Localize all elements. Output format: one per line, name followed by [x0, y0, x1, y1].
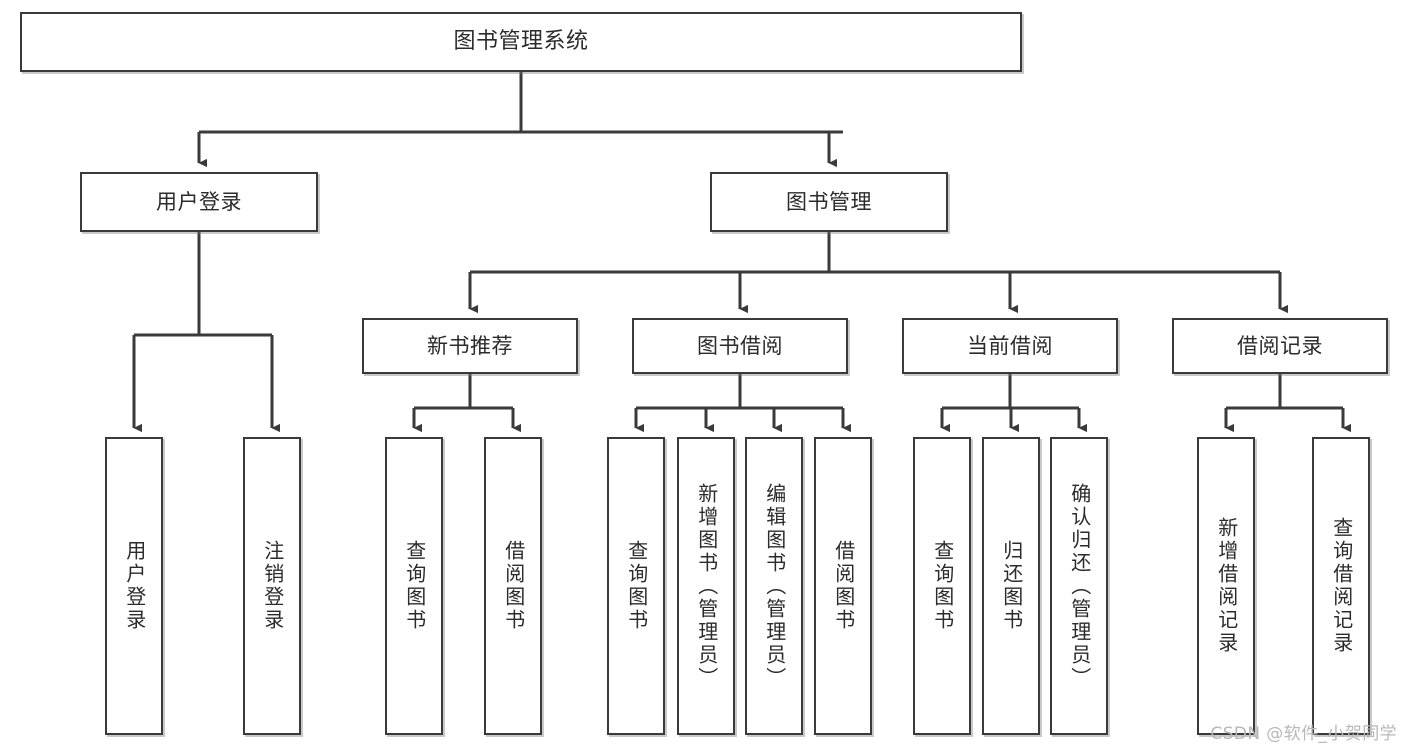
watermark: CSDN @软件_小贺同学: [1210, 724, 1397, 744]
node-leaf-borrow-book-2-label: 借阅图书: [831, 540, 856, 632]
node-leaf-add-book[interactable]: 新增图书（管理员）: [677, 437, 735, 735]
node-leaf-user-login[interactable]: 用户登录: [105, 437, 163, 735]
node-new-book-rec-label: 新书推荐: [427, 333, 513, 358]
edge-borrowrecord-to-leaves: [1224, 374, 1352, 433]
node-book-manage-label: 图书管理: [786, 189, 872, 214]
node-user-login-label: 用户登录: [156, 189, 242, 214]
node-leaf-add-book-label: 新增图书（管理员）: [694, 482, 719, 690]
node-leaf-query-book-1-label: 查询图书: [402, 540, 427, 632]
node-leaf-add-record[interactable]: 新增借阅记录: [1197, 437, 1255, 735]
node-book-manage[interactable]: 图书管理: [710, 172, 948, 232]
node-leaf-return-book-label: 归还图书: [999, 540, 1024, 632]
node-leaf-query-book-1[interactable]: 查询图书: [385, 437, 443, 735]
node-root[interactable]: 图书管理系统: [20, 12, 1022, 72]
node-leaf-borrow-book-1-label: 借阅图书: [501, 540, 526, 632]
node-root-label: 图书管理系统: [453, 29, 589, 55]
node-borrow-record-label: 借阅记录: [1237, 333, 1323, 358]
node-leaf-query-book-3-label: 查询图书: [930, 540, 955, 632]
node-leaf-query-book-2-label: 查询图书: [624, 540, 649, 632]
node-book-borrow-label: 图书借阅: [697, 333, 783, 358]
node-user-login[interactable]: 用户登录: [80, 172, 318, 232]
node-leaf-query-book-3[interactable]: 查询图书: [913, 437, 971, 735]
node-leaf-query-book-2[interactable]: 查询图书: [607, 437, 665, 735]
node-leaf-borrow-book-1[interactable]: 借阅图书: [484, 437, 542, 735]
node-leaf-user-login-label: 用户登录: [122, 540, 147, 632]
node-leaf-confirm-return[interactable]: 确认归还（管理员）: [1050, 437, 1108, 735]
node-new-book-rec[interactable]: 新书推荐: [362, 318, 578, 374]
node-leaf-return-book[interactable]: 归还图书: [982, 437, 1040, 735]
node-current-borrow[interactable]: 当前借阅: [902, 318, 1118, 374]
edge-bookborrow-to-leaves: [634, 374, 852, 433]
node-leaf-user-logout[interactable]: 注销登录: [243, 437, 301, 735]
node-leaf-query-record[interactable]: 查询借阅记录: [1312, 437, 1370, 735]
node-book-borrow[interactable]: 图书借阅: [632, 318, 848, 374]
edge-bookmanage-to-level2: [468, 232, 1289, 314]
node-current-borrow-label: 当前借阅: [967, 333, 1053, 358]
edge-currentborrow-to-leaves: [940, 374, 1088, 433]
node-leaf-confirm-return-label: 确认归还（管理员）: [1067, 482, 1092, 690]
node-leaf-user-logout-label: 注销登录: [260, 540, 285, 632]
node-borrow-record[interactable]: 借阅记录: [1172, 318, 1388, 374]
node-leaf-edit-book[interactable]: 编辑图书（管理员）: [745, 437, 803, 735]
node-leaf-query-record-label: 查询借阅记录: [1329, 517, 1354, 655]
node-leaf-add-record-label: 新增借阅记录: [1214, 517, 1239, 655]
edge-newbook-to-leaves: [412, 374, 522, 433]
node-leaf-edit-book-label: 编辑图书（管理员）: [762, 482, 787, 690]
edge-userlogin-to-leaves: [132, 232, 281, 433]
edge-root-to-level1: [197, 72, 843, 168]
node-leaf-borrow-book-2[interactable]: 借阅图书: [814, 437, 872, 735]
